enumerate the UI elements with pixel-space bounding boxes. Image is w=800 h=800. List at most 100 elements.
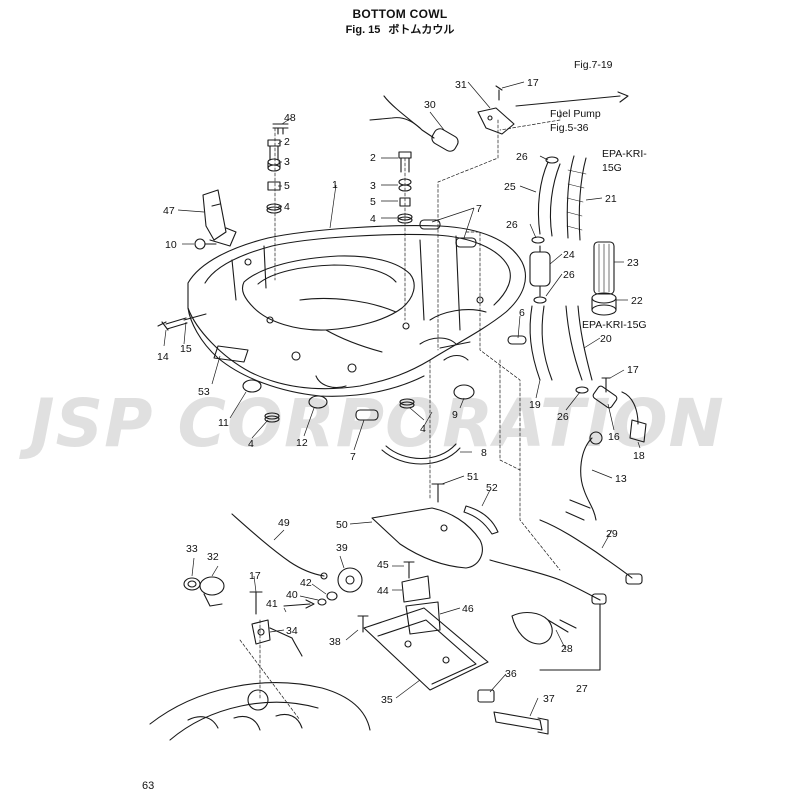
- callout-9: 9: [452, 409, 458, 421]
- callout-24: 24: [563, 249, 575, 261]
- screw-17-top: [495, 85, 503, 101]
- grommet-3-center: [398, 178, 412, 192]
- callout-33: 33: [186, 543, 198, 555]
- bottom-cowl-shape: [187, 225, 526, 397]
- lower-hull-outline: [149, 682, 371, 741]
- washer-40: [317, 598, 327, 606]
- label-plate-53: [213, 345, 249, 363]
- bracket-27: [539, 603, 601, 671]
- hose-25: [537, 161, 561, 237]
- callout-15: 15: [180, 343, 192, 355]
- washer-33: [183, 577, 201, 591]
- callout-10: 10: [165, 239, 177, 251]
- seal-7-upper: [419, 219, 477, 248]
- connector-16: [592, 385, 618, 409]
- callout-6: 6: [519, 307, 525, 319]
- washer-4-left: [266, 203, 282, 214]
- seal-7-lower: [355, 409, 379, 421]
- ref-fig5-36: Fig.5-36: [550, 122, 589, 134]
- callout-25: 25: [504, 181, 516, 193]
- ref-fuel-pump: Fuel Pump: [550, 108, 601, 120]
- callout-26-c: 26: [563, 269, 575, 281]
- callout-26-b: 26: [506, 219, 518, 231]
- clamp-26: [531, 156, 589, 394]
- rod-49: [231, 513, 328, 580]
- kill-switch-27: [489, 559, 607, 645]
- screw-38: [357, 615, 369, 633]
- part-number-labels: 48 2 3 5 4 1 47 10 2 3 5 4 7 31 30 17 Fi…: [157, 59, 647, 706]
- bolt-17-lower: [249, 591, 263, 615]
- callout-26-a: 26: [516, 151, 528, 163]
- callout-37: 37: [543, 693, 555, 705]
- callout-38: 38: [329, 636, 341, 648]
- plug-32: [199, 576, 225, 607]
- callout-51: 51: [467, 471, 479, 483]
- callout-30: 30: [424, 99, 436, 111]
- collar-5-center: [399, 197, 411, 207]
- callout-4-bottom-left: 4: [248, 438, 254, 450]
- callout-17-lower: 17: [249, 570, 261, 582]
- callout-18: 18: [633, 450, 645, 462]
- knob-39: [337, 567, 363, 593]
- callout-2-left: 2: [284, 136, 290, 148]
- grommet-3-left: [267, 158, 281, 172]
- callout-26-d: 26: [557, 411, 569, 423]
- connector-36: [477, 689, 495, 703]
- callout-2-center: 2: [370, 152, 376, 164]
- tray-35: [363, 607, 489, 691]
- ref-epa-lower: EPA-KRI-15G: [582, 319, 647, 331]
- callout-7-upper: 7: [476, 203, 482, 215]
- washer-4-center: [397, 213, 413, 224]
- callout-47: 47: [163, 205, 175, 217]
- callout-45: 45: [377, 559, 389, 571]
- screw-17-right: [601, 377, 611, 393]
- callout-27: 27: [576, 683, 588, 695]
- callout-22: 22: [631, 295, 643, 307]
- callout-44: 44: [377, 585, 389, 597]
- callout-49: 49: [278, 517, 290, 529]
- figure-caption: Fig. 15 ボトムカウル: [0, 21, 800, 37]
- page-number: 63: [142, 780, 155, 792]
- callout-39: 39: [336, 542, 348, 554]
- leader-lines: [163, 81, 641, 717]
- callout-8: 8: [481, 447, 487, 459]
- cable-30: [369, 95, 459, 152]
- callout-34: 34: [286, 625, 298, 637]
- callout-1: 1: [332, 179, 338, 191]
- plate-46: [405, 601, 441, 635]
- screw-45: [403, 561, 415, 579]
- callout-21: 21: [605, 193, 617, 205]
- figure-number: Fig. 15: [345, 24, 381, 36]
- washer-42: [326, 591, 338, 601]
- watermark-text: JSP CORPORATION: [19, 385, 725, 462]
- callout-13: 13: [615, 473, 627, 485]
- bracket-31: [477, 107, 515, 135]
- bolt-10: [194, 238, 217, 250]
- lever-47: [202, 189, 237, 247]
- bracket-34: [251, 619, 303, 657]
- diagram-title: BOTTOM COWL: [352, 7, 448, 21]
- hose-19: [529, 305, 553, 381]
- callout-12: 12: [296, 437, 308, 449]
- callout-50: 50: [336, 519, 348, 531]
- pin-15: [183, 313, 207, 321]
- washer-4-bottom-center: [399, 398, 415, 409]
- grommet-6: [507, 335, 527, 345]
- callout-53: 53: [198, 386, 210, 398]
- callout-19: 19: [529, 399, 541, 411]
- screw-48: [272, 123, 289, 135]
- ref-fig7-19: Fig.7-19: [574, 59, 613, 71]
- bracket-50: [371, 507, 483, 569]
- callout-5-center: 5: [370, 196, 376, 208]
- callout-11: 11: [218, 417, 229, 429]
- callout-17-right: 17: [627, 364, 639, 376]
- callout-4-center: 4: [370, 213, 376, 225]
- callout-7-lower: 7: [350, 451, 356, 463]
- figure-title-japanese: ボトムカウル: [388, 24, 455, 36]
- bolt-2-center: [398, 151, 412, 173]
- bolt-2-left: [267, 139, 281, 161]
- ref-epa-upper-line2: 15G: [602, 162, 622, 174]
- bolt-41: [283, 599, 315, 609]
- callout-48: 48: [284, 112, 296, 124]
